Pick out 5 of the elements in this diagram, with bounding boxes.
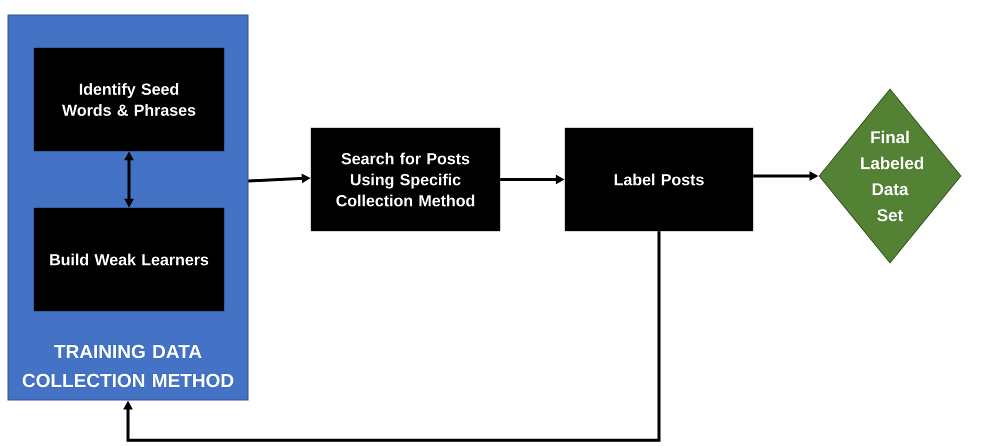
process-box: Label Posts (564, 128, 754, 232)
process-box: Identify Seed Words & Phrases (34, 48, 224, 152)
process-box: Build Weak Learners (34, 208, 224, 312)
arrow (123, 231, 660, 442)
process-box: Search for Posts Using Specific Collection Method (310, 128, 500, 232)
